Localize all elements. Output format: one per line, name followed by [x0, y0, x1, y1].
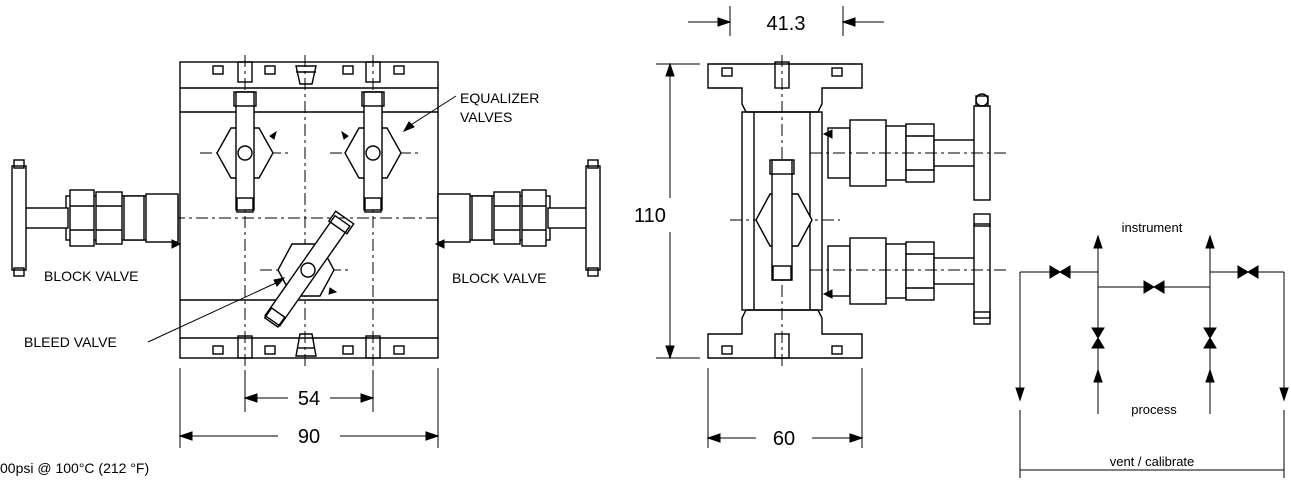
equalizer-label: EQUALIZER — [460, 90, 539, 106]
rating-text: 00psi @ 100°C (212 °F) — [0, 460, 149, 476]
schematic-instrument-label: instrument — [1122, 220, 1183, 235]
block-valve-left-label: BLOCK VALVE — [44, 268, 138, 284]
bleed-valve-label: BLEED VALVE — [24, 334, 117, 350]
dimension-60: 60 — [773, 428, 795, 450]
front-view — [11, 55, 601, 448]
dimension-90: 90 — [298, 426, 320, 448]
flow-schematic — [1015, 234, 1289, 478]
schematic-process-label: process — [1131, 402, 1177, 417]
side-view — [656, 6, 1010, 448]
dimension-110: 110 — [634, 205, 666, 227]
block-valve-right-label: BLOCK VALVE — [452, 270, 546, 286]
equalizer-label-2: VALVES — [460, 109, 512, 125]
dimension-54: 54 — [298, 388, 320, 410]
schematic-vent-label: vent / calibrate — [1110, 454, 1195, 469]
dimension-41-3: 41.3 — [767, 13, 806, 35]
